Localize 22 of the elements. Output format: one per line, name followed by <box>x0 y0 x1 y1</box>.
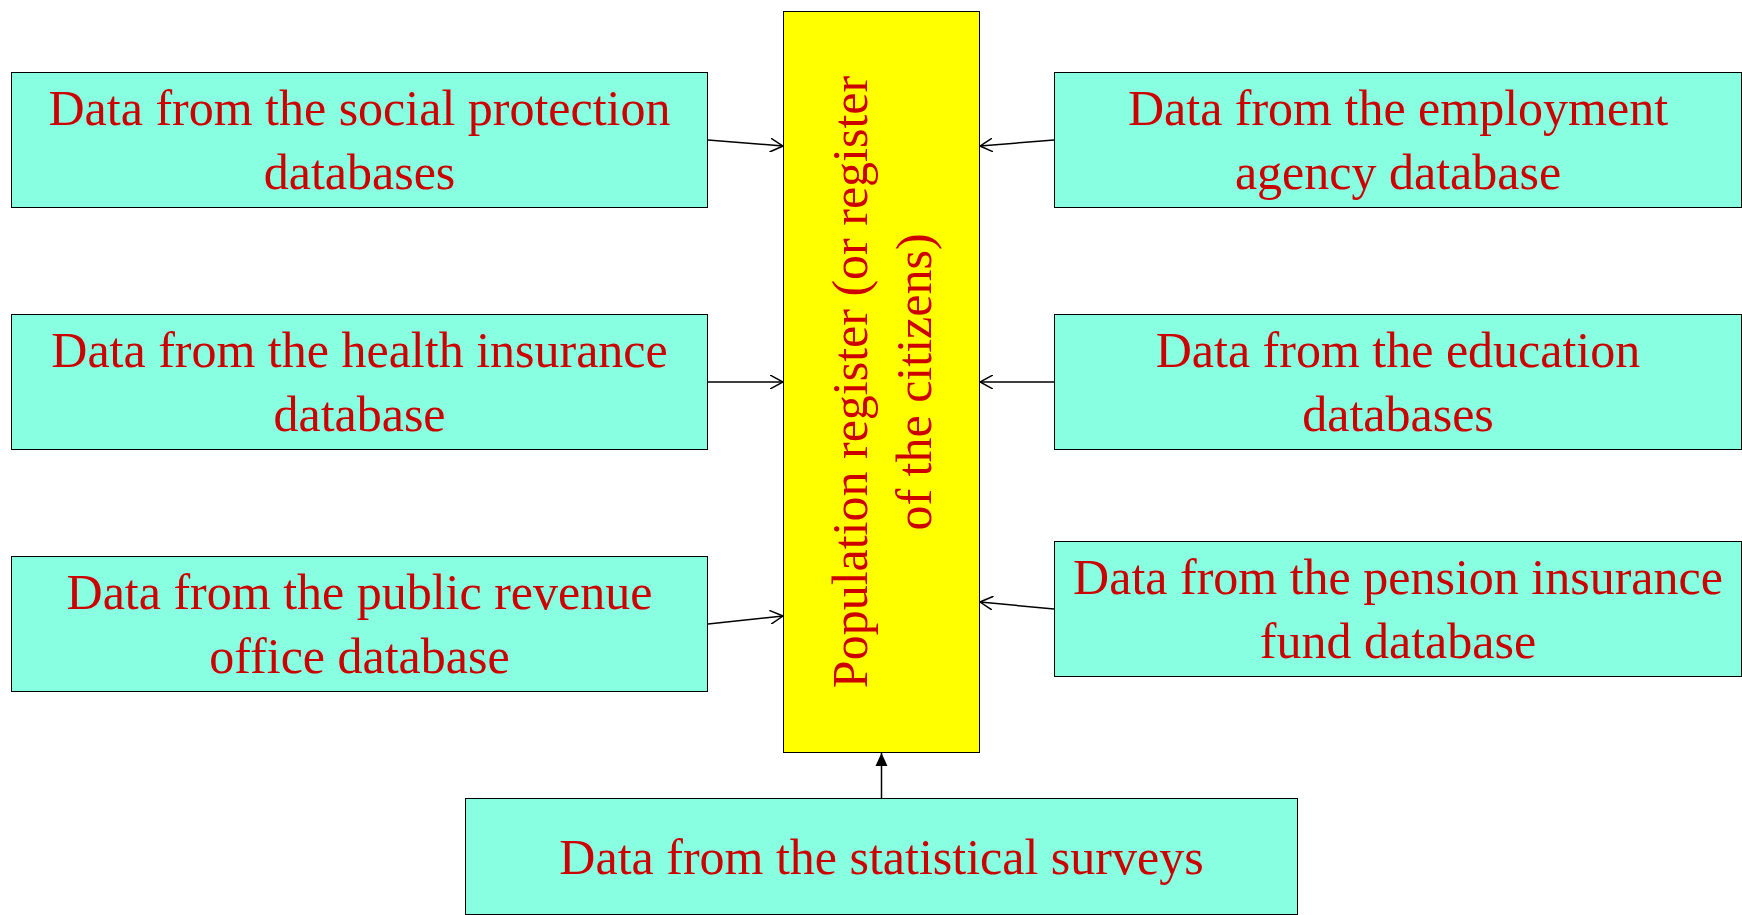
node-text: Data from the health insurance database <box>50 321 669 444</box>
source-box <box>11 314 708 450</box>
arrow <box>875 752 888 799</box>
node-text: Data from the social protection databases <box>47 79 672 202</box>
source-box <box>1054 314 1742 450</box>
node-text: Data from the employment agency database <box>1126 79 1670 202</box>
node-text: Population register (or register of the citizens) <box>820 74 943 691</box>
arrow <box>979 137 1055 153</box>
source-box <box>465 798 1298 915</box>
arrow <box>707 137 784 153</box>
source-box <box>1054 72 1742 208</box>
source-box <box>11 556 708 692</box>
source-box <box>11 72 708 208</box>
node-text: Data from the pension insurance fund database <box>1072 548 1724 671</box>
node-text: Data from the education databases <box>1154 321 1642 444</box>
arrow <box>707 609 784 626</box>
node-text: Data from the public revenue office database <box>65 563 654 686</box>
arrow <box>979 374 1055 390</box>
arrow <box>979 595 1055 611</box>
arrow <box>707 374 784 390</box>
node-text: Data from the statistical surveys <box>558 827 1205 887</box>
register-box <box>783 11 980 753</box>
